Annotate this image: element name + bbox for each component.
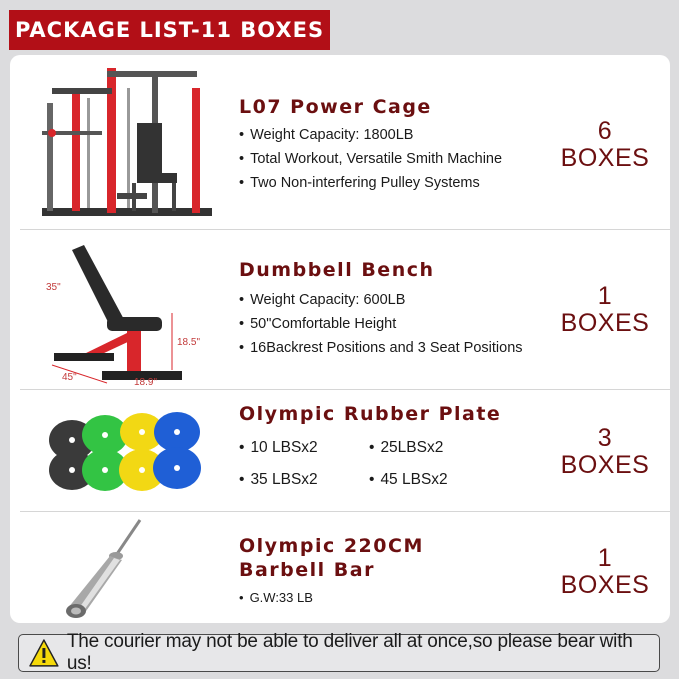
bullet: 45 LBSx2 — [369, 468, 499, 492]
bench-backrest-label: 35" — [46, 282, 61, 293]
box-count-number: 6 — [597, 117, 613, 145]
item-bullets: 10 LBSx225LBSx2 35 LBSx245 LBSx2 — [239, 436, 539, 500]
item-dumbbell-bench: 18.5" 35" 45" 18.9" Dumbbell Bench Weigh… — [20, 230, 670, 390]
item-bullets: Weight Capacity: 600LB 50"Comfortable He… — [239, 288, 523, 360]
package-list-banner: PACKAGE LIST-11 BOXES — [9, 10, 330, 50]
power-cage-image — [42, 68, 212, 216]
item-power-cage: L07 Power Cage Weight Capacity: 1800LB T… — [20, 55, 670, 230]
warning-icon — [29, 639, 59, 667]
item-title: L07 Power Cage — [239, 96, 432, 118]
item-title: Olympic Rubber Plate — [239, 403, 502, 425]
bench-width-label: 18.9" — [134, 377, 157, 385]
box-count: 3 BOXES — [550, 425, 660, 479]
box-count-number: 1 — [597, 544, 613, 572]
bullet: Two Non-interfering Pulley Systems — [239, 171, 502, 195]
box-count-unit: BOXES — [560, 309, 650, 337]
delivery-notice: The courier may not be able to deliver a… — [18, 631, 660, 674]
bullet: 10 LBSx2 — [239, 436, 369, 460]
box-count-unit: BOXES — [560, 451, 650, 479]
item-title: Dumbbell Bench — [239, 259, 435, 281]
bullet: 25LBSx2 — [369, 436, 499, 460]
package-list-card: L07 Power Cage Weight Capacity: 1800LB T… — [10, 55, 670, 623]
bullet: 50"Comfortable Height — [239, 312, 523, 336]
box-count-number: 1 — [597, 282, 613, 310]
barbell-image — [66, 519, 142, 618]
dumbbell-bench-image: 18.5" 35" 45" 18.9" — [46, 245, 200, 385]
box-count: 1 BOXES — [550, 545, 660, 599]
item-title: Olympic 220CM Barbell Bar — [239, 534, 424, 582]
item-title-line2: Barbell Bar — [239, 559, 375, 581]
box-count-unit: BOXES — [560, 571, 650, 599]
bullet: Total Workout, Versatile Smith Machine — [239, 147, 502, 171]
bullet: 16Backrest Positions and 3 Seat Position… — [239, 336, 522, 360]
item-barbell: Olympic 220CM Barbell Bar G.W:33 LB 1 BO… — [20, 512, 670, 623]
rubber-plates-image — [49, 412, 201, 491]
bullet: G.W:33 LB — [239, 586, 313, 610]
bench-height-label: 18.5" — [177, 337, 200, 348]
box-count-unit: BOXES — [560, 144, 650, 172]
bullet: Weight Capacity: 600LB — [239, 288, 523, 312]
bullet: Weight Capacity: 1800LB — [239, 123, 502, 147]
item-bullets: G.W:33 LB — [239, 586, 313, 610]
box-count: 6 BOXES — [550, 118, 660, 172]
bench-length-label: 45" — [62, 372, 77, 383]
item-bullets: Weight Capacity: 1800LB Total Workout, V… — [239, 123, 502, 195]
bullet: 35 LBSx2 — [239, 468, 369, 492]
notice-text: The courier may not be able to deliver a… — [66, 631, 633, 674]
box-count: 1 BOXES — [550, 283, 660, 337]
box-count-number: 3 — [597, 424, 613, 452]
item-rubber-plates: Olympic Rubber Plate 10 LBSx225LBSx2 35 … — [20, 390, 670, 512]
item-title-line1: Olympic 220CM — [239, 535, 424, 557]
